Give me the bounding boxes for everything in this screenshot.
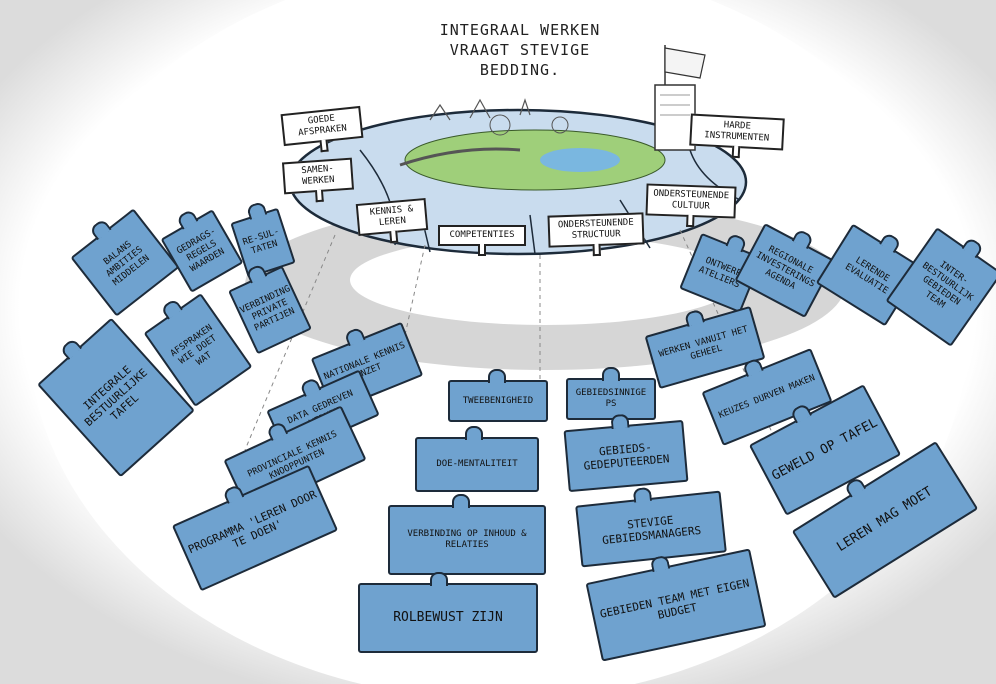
piece-doementaliteit: DOE-MENTALITEIT bbox=[415, 426, 539, 492]
ring-hole bbox=[350, 235, 740, 325]
sign-ondersteunende-cultuur: ONDERSTEUNENDE CULTUUR bbox=[645, 183, 737, 219]
title-line-1: INTEGRAAL WERKEN bbox=[439, 21, 601, 39]
piece-gebiedsinnige-ps: GEBIEDSINNIGE PS bbox=[566, 367, 656, 420]
piece-verbinding-inhoud: VERBINDING OP INHOUD & RELATIES bbox=[388, 494, 546, 575]
sign-competenties: COMPETENTIES bbox=[438, 225, 526, 246]
title-line-2: VRAAGT STEVIGE bbox=[449, 41, 591, 59]
page-title: INTEGRAAL WERKEN VRAAGT STEVIGE BEDDING. bbox=[395, 20, 645, 80]
piece-gebiedsgedeputeerden: GEBIEDS-GEDEPUTEERDEN bbox=[563, 419, 689, 493]
piece-tweebenigheid: TWEEBENIGHEID bbox=[448, 369, 548, 422]
sign-ondersteunende-structuur: ONDERSTEUNENDE STRUCTUUR bbox=[547, 212, 645, 248]
piece-rolbewust: ROLBEWUST ZIJN bbox=[358, 572, 538, 653]
sign-samenwerken: SAMEN-WERKEN bbox=[281, 157, 355, 195]
title-line-3: BEDDING. bbox=[479, 61, 561, 79]
government-building-icon bbox=[654, 45, 706, 151]
sign-harde-instrumenten: HARDE INSTRUMENTEN bbox=[689, 113, 785, 151]
sign-kennis-leren: KENNIS & LEREN bbox=[355, 198, 429, 236]
landscape-island bbox=[399, 98, 666, 191]
